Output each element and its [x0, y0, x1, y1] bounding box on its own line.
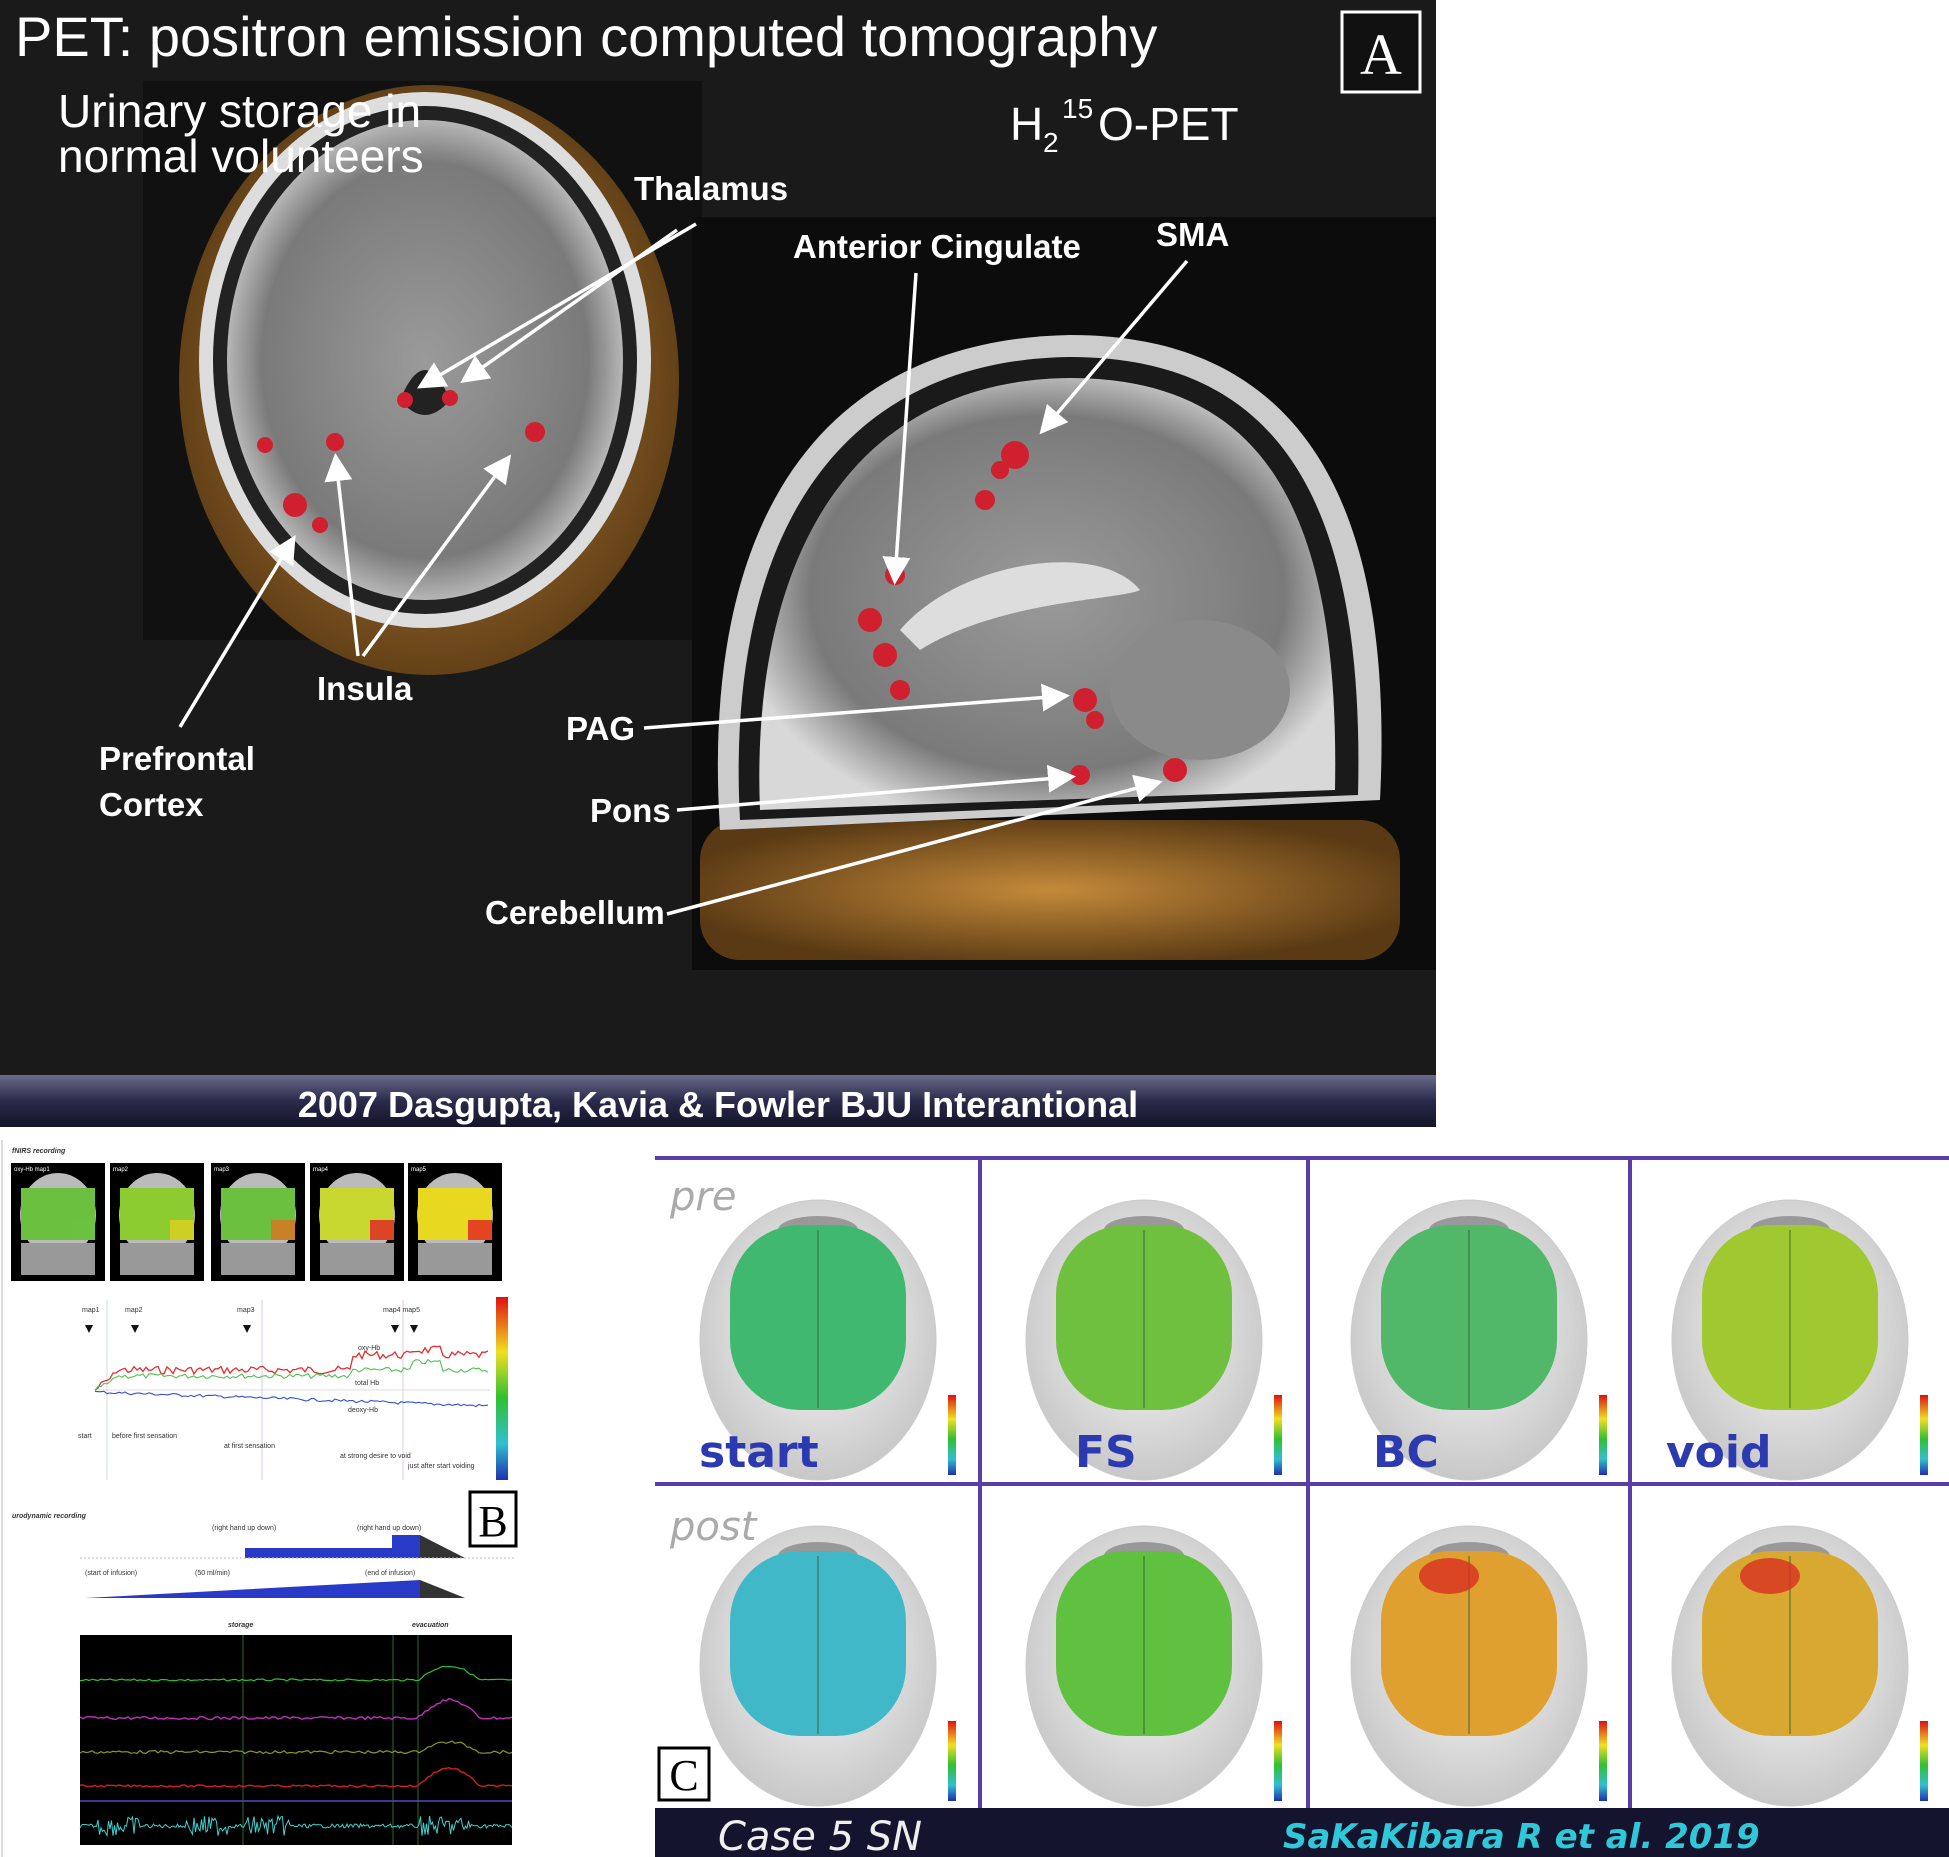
event-at-first-sensation: at first sensation [224, 1443, 275, 1450]
nirs-chart: map1 map2 map3 map4 map5 oxy-Hb total Hb… [78, 1297, 508, 1480]
colorbar [1274, 1395, 1282, 1475]
event-start: start [78, 1433, 92, 1440]
map-label: map2 [113, 1167, 129, 1173]
colorbar [1920, 1395, 1928, 1475]
series-total-hb: total Hb [355, 1380, 379, 1387]
map-marker-arrows [85, 1325, 418, 1333]
label-cortex: Cortex [99, 786, 204, 823]
label-pons: Pons [590, 792, 671, 829]
emg-trace [79, 1814, 513, 1838]
phase-evacuation: evacuation [412, 1622, 449, 1629]
marker-map1: map1 [82, 1307, 100, 1314]
col-label-void: void [1666, 1427, 1772, 1478]
panel-c-citation: SaKaKibara R et al. 2019 [1283, 1817, 1760, 1857]
colorbar [1274, 1721, 1282, 1801]
label-thalamus: Thalamus [634, 170, 788, 207]
annotation-start-infusion: (start of infusion) [85, 1570, 137, 1577]
annotation-hand-1: (right hand up down) [212, 1525, 276, 1532]
head-topography [699, 1199, 956, 1481]
label-cerebellum: Cerebellum [485, 894, 665, 931]
label-sma: SMA [1156, 216, 1229, 253]
annotation-arrows [178, 222, 1189, 916]
subtitle-line-1: Urinary storage in [58, 85, 421, 137]
uro-title: urodynamic recording [12, 1513, 87, 1520]
nirs-map: map5 [408, 1163, 502, 1281]
series-oxy-hb: oxy-Hb [358, 1345, 380, 1352]
colorbar [1599, 1395, 1607, 1475]
label-insula: Insula [317, 670, 413, 707]
annotation-end-infusion: (end of infusion) [365, 1570, 415, 1577]
panel-a-title: PET: positron emission computed tomograp… [15, 5, 1157, 68]
head-topography [1025, 1525, 1282, 1807]
panel-b: fNIRS recording oxy-Hb map1 map2 map3 map4 m… [1, 1140, 518, 1857]
panel-c: pre post start FS BC void C Case 5 SN Sa… [655, 1156, 1949, 1857]
grid-dividers [655, 1156, 1949, 1808]
tracer-h: H [1010, 98, 1043, 150]
panel-a: PET: positron emission computed tomograp… [0, 0, 1436, 1127]
nirs-maps: oxy-Hb map1 map2 map3 map4 map5 [11, 1163, 502, 1281]
panel-b-letter-box [468, 1490, 518, 1548]
marker-map4-map5: map4 map5 [383, 1307, 420, 1314]
nirs-map: map3 [211, 1163, 305, 1281]
label-prefrontal: Prefrontal [99, 740, 255, 777]
nirs-map: map2 [110, 1163, 204, 1281]
annotation-rate: (50 ml/min) [195, 1570, 230, 1577]
panel-a-citation: 2007 Dasgupta, Kavia & Fowler BJU Intera… [298, 1084, 1138, 1125]
col-label-start: start [699, 1427, 819, 1478]
panel-c-letter: C [669, 1751, 698, 1800]
case-label: Case 5 SN [718, 1814, 922, 1857]
label-anterior-cingulate: Anterior Cingulate [793, 228, 1081, 265]
total-hb-line [94, 1358, 489, 1391]
tracer-rest: O-PET [1098, 98, 1239, 150]
colorbar [1599, 1721, 1607, 1801]
map-label: map3 [214, 1167, 230, 1173]
nirs-colorbar [496, 1297, 508, 1480]
uro-trace-panel [80, 1635, 512, 1845]
row-label-post: post [669, 1504, 758, 1550]
head-topography [1671, 1199, 1928, 1481]
deoxy-hb-line [94, 1390, 489, 1408]
head-topography [1671, 1525, 1928, 1807]
nirs-title: fNIRS recording [12, 1148, 66, 1155]
panel-c-letter-box [657, 1746, 711, 1802]
event-before-first-sensation: before first sensation [112, 1433, 177, 1440]
oxy-hb-line [94, 1345, 489, 1391]
nirs-map: map4 [310, 1163, 404, 1281]
phase-storage: storage [228, 1622, 253, 1629]
row-label-pre: pre [669, 1174, 736, 1220]
event-start-voiding: just after start voiding [407, 1463, 475, 1470]
colorbar [1920, 1721, 1928, 1801]
col-label-bc: BC [1373, 1427, 1439, 1478]
panel-c-footer [655, 1808, 1949, 1857]
subtitle-line-2: normal volunteers [58, 130, 424, 182]
head-topography [1025, 1199, 1282, 1481]
sagittal-brain-image [700, 335, 1400, 960]
marker-map2: map2 [125, 1307, 143, 1314]
map-label: oxy-Hb map1 [14, 1167, 50, 1173]
map-label: map4 [313, 1167, 329, 1173]
map-label: map5 [411, 1167, 427, 1173]
head-topography [699, 1525, 956, 1807]
colorbar [948, 1721, 956, 1801]
tracer-label: H 2 15 O-PET [1010, 93, 1239, 158]
annotation-hand-2: (right hand up down) [357, 1525, 421, 1532]
event-strong-desire: at strong desire to void [340, 1453, 411, 1460]
axial-brain-image [179, 85, 679, 675]
panel-a-letter-box [1340, 10, 1422, 94]
label-pag: PAG [566, 710, 635, 747]
panel-a-letter: A [1360, 22, 1402, 87]
colorbar [948, 1395, 956, 1475]
urodynamic-recording: urodynamic recording (right hand up down… [12, 1490, 518, 1845]
head-topography [1350, 1525, 1607, 1807]
panel-b-letter: B [478, 1497, 507, 1546]
marker-map3: map3 [237, 1307, 255, 1314]
tracer-sup: 15 [1062, 93, 1093, 124]
head-topography [1350, 1199, 1607, 1481]
col-label-fs: FS [1075, 1427, 1137, 1478]
series-deoxy-hb: deoxy-Hb [348, 1407, 378, 1414]
tracer-sub: 2 [1043, 127, 1059, 158]
nirs-map: oxy-Hb map1 [11, 1163, 105, 1281]
topography-grid [699, 1199, 1928, 1807]
panel-a-footer [0, 1075, 1436, 1127]
